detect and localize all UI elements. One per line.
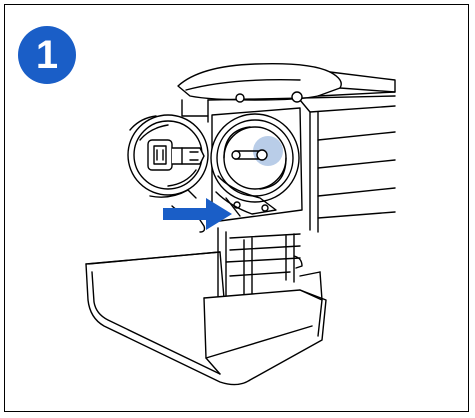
machine-top-cover [177,63,396,101]
open-front-cover [85,251,327,386]
bobbin-case [127,114,209,199]
machine-body [181,91,396,233]
support-column [217,227,303,301]
right-arrow-icon [163,198,232,230]
step-number-badge: 1 [18,26,76,84]
rotary-hook-housing [210,107,303,223]
